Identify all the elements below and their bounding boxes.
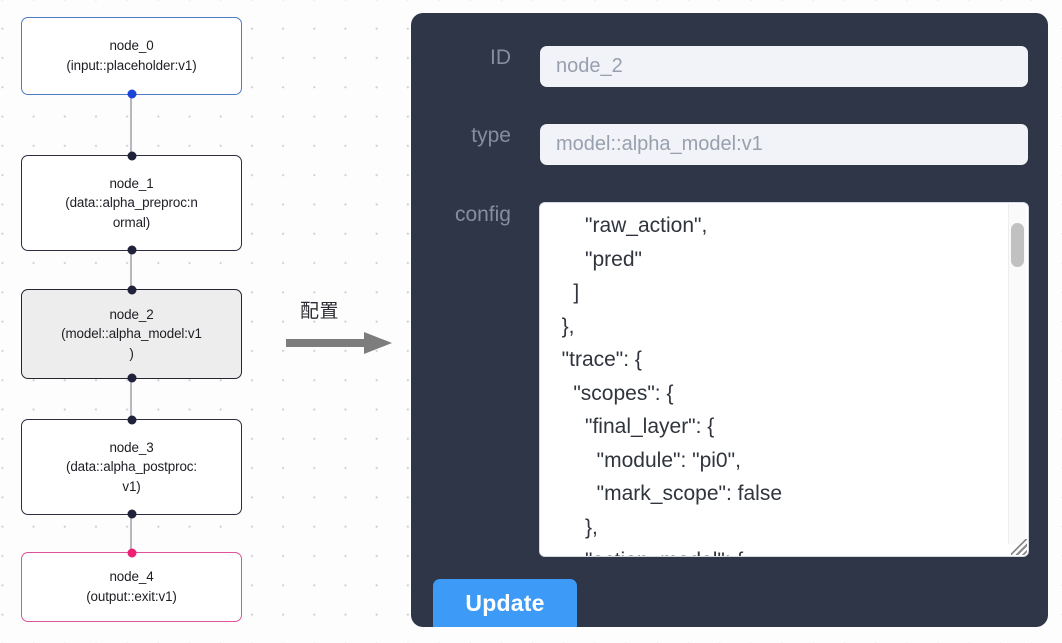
node-handle-source[interactable] bbox=[127, 509, 136, 519]
flow-node-subtitle-line1: (data::alpha_preproc:n bbox=[65, 195, 198, 211]
id-input[interactable] bbox=[540, 46, 1028, 87]
node-handle-target[interactable] bbox=[127, 151, 136, 161]
id-field-label: ID bbox=[490, 46, 511, 69]
flow-node-node_3[interactable]: node_3 (data::alpha_postproc: v1) bbox=[21, 415, 242, 519]
node-handle-target[interactable] bbox=[127, 548, 136, 558]
node-handle-target[interactable] bbox=[127, 415, 136, 425]
flow-node-subtitle-line2: ormal) bbox=[112, 214, 151, 230]
flow-node-subtitle: (output::exit:v1) bbox=[86, 589, 177, 604]
flow-node-node_2[interactable]: node_2 (model::alpha_model:v1 ) bbox=[21, 285, 242, 383]
edge-node1-node2 bbox=[130, 251, 132, 289]
edge-node0-node1 bbox=[130, 95, 132, 155]
node-handle-source[interactable] bbox=[127, 89, 136, 99]
edge-node3-node4 bbox=[130, 515, 132, 552]
flow-node-node_1[interactable]: node_1 (data::alpha_preproc:n ormal) bbox=[21, 151, 242, 255]
transition-label: 配置 bbox=[300, 300, 340, 322]
flow-node-title: node_2 bbox=[109, 306, 154, 322]
flow-node-subtitle-line1: (model::alpha_model:v1 bbox=[61, 326, 202, 342]
config-textarea[interactable]: "raw_action", "pred" ] }, "trace": { "sc… bbox=[540, 203, 1028, 556]
resize-grip-icon[interactable] bbox=[1011, 539, 1027, 555]
arrow-right-icon bbox=[286, 332, 392, 354]
flow-node-title: node_3 bbox=[109, 439, 154, 455]
id-field-control bbox=[540, 46, 1028, 87]
config-field-label: config bbox=[454, 203, 511, 226]
node-handle-target[interactable] bbox=[127, 285, 136, 295]
node-handle-source[interactable] bbox=[127, 373, 136, 383]
config-textarea-scroll-thumb[interactable] bbox=[1011, 223, 1024, 267]
field-row-id: ID bbox=[411, 46, 1028, 87]
field-row-config: config "raw_action", "pred" ] }, "trace"… bbox=[411, 203, 1028, 556]
transition-annotation: 配置 bbox=[286, 296, 402, 360]
type-input[interactable] bbox=[540, 124, 1028, 165]
flow-node-title: node_0 bbox=[109, 38, 154, 54]
flow-node-node_0[interactable]: node_0 (input::placeholder:v1) bbox=[21, 17, 242, 99]
node-config-panel: ID type config "raw_action", "pred" ] },… bbox=[411, 13, 1048, 627]
flow-node-subtitle: (input::placeholder:v1) bbox=[66, 58, 197, 73]
config-textarea-wrapper: "raw_action", "pred" ] }, "trace": { "sc… bbox=[540, 203, 1028, 556]
flow-node-node_4[interactable]: node_4 (output::exit:v1) bbox=[21, 548, 242, 622]
config-field-control: "raw_action", "pred" ] }, "trace": { "sc… bbox=[540, 203, 1028, 556]
type-field-label: type bbox=[471, 124, 511, 147]
node-handle-source[interactable] bbox=[127, 245, 136, 255]
config-textarea-scrollbar[interactable] bbox=[1008, 204, 1026, 544]
flow-node-title: node_1 bbox=[109, 175, 154, 191]
flow-node-subtitle-line2: ) bbox=[129, 345, 134, 361]
flow-node-subtitle-line1: (data::alpha_postproc: bbox=[65, 459, 198, 475]
edge-node2-node3 bbox=[130, 379, 132, 419]
field-row-type: type bbox=[411, 124, 1028, 165]
flow-node-subtitle-line2: v1) bbox=[122, 478, 141, 494]
flow-node-title: node_4 bbox=[109, 569, 154, 585]
update-button[interactable]: Update bbox=[433, 579, 577, 627]
type-field-control bbox=[540, 124, 1028, 165]
